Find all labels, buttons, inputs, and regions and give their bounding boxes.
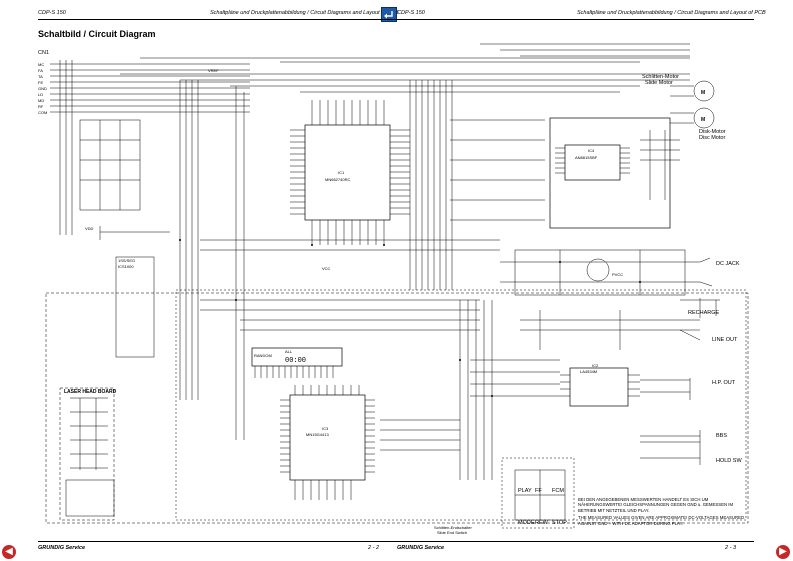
sled-motor-label-de: Schlitten-Motor [642,74,679,80]
hold-sw-label: HOLD SW [716,458,742,464]
ic2-part: LA4534M [580,369,597,374]
vref-label: VREF [208,68,219,73]
vcc-label: VCC [322,266,331,271]
footer-rule [38,541,754,542]
measurement-note-de: BEI DEN ANGEGEBENEN MESSWERTEN HANDELT E… [578,497,734,513]
back-button[interactable] [381,7,397,22]
header-rule [38,19,754,20]
connector-pin-com: COM [38,110,47,115]
switch-label-play: PLAY [518,488,532,494]
header-model-right: CDP-S 150 [397,10,425,16]
display-readout: 00:00 [285,357,306,365]
arrow-left-icon: ◀ [5,546,13,557]
connector-pin-fa: FA [38,68,43,73]
switch-label-fcm: FCM [552,488,564,494]
measurement-note-en: THE MEASURED VALUES GIVEN ARE APPROXIMAT… [578,515,745,526]
header-title-left: Schaltpläne und Druckplattenabbildung / … [210,10,399,16]
laser-head-label: LASER HEAD BOARD [64,389,117,395]
switch-label-ff: FF [535,488,542,494]
ic3-part: MN15G4413 [306,432,329,437]
arrow-right-icon: ▶ [779,546,787,557]
table-subtitle: ICS1000 [118,264,134,269]
ic2-ref: IC2 [592,363,599,368]
connector-label: CN1 [38,50,49,56]
display-random: RANDOM [254,353,272,358]
footer-page-left: 2 - 2 [368,545,380,551]
footer-page-right: 2 - 3 [725,545,737,551]
connector-pin-md: MD [38,98,44,103]
return-arrow-icon [384,11,393,19]
connector-pin-gnd: GND [38,86,47,91]
connector-pin-fe: FE [38,80,43,85]
switch-label-rew: REW [535,520,549,526]
line-out-label: LINE OUT [712,337,738,343]
hp-out-label: H.P. OUT [712,380,736,386]
ic1-body [304,124,391,221]
connector-pin-ld: LD [38,92,43,97]
connector-pin-rf: RF [38,104,44,109]
switch-label-stop: STOP [552,520,567,526]
ic3-ref: IC3 [322,426,329,431]
ic1-ref: IC1 [338,170,345,175]
recharge-label: RECHARGE [688,310,720,316]
display-all: ALL [285,349,293,354]
sled-switch-label-de: Schlitten-Endschalter [434,525,472,530]
switch-label-mode: MODE [518,520,535,526]
disc-motor-symbol: M [701,117,705,123]
next-page-button[interactable]: ▶ [776,545,790,559]
dc-jack-label: DC JACK [716,261,740,267]
ic4-ref: IC4 [588,148,595,153]
table-title: 1SS/SEG [118,258,135,263]
connector-pin-ta: TA [38,74,43,79]
prev-page-button[interactable]: ◀ [2,545,16,559]
bbs-label: BBS [716,433,727,439]
header-title-right: Schaltpläne und Druckplattenabbildung / … [577,10,766,16]
connector-pin-mc: MC [38,62,44,67]
pvcc-label: PVCC [612,272,623,277]
header-model-left: CDP-S 150 [38,10,66,16]
ic4-part: AN8815SBF [575,155,598,160]
disc-motor-label-de: Disk-Motor [699,129,726,135]
sled-motor-symbol: M [701,90,705,96]
page-title: Schaltbild / Circuit Diagram [38,29,156,39]
footer-brand-left: GRUNDIG Service [38,545,86,551]
measurement-note: BEI DEN ANGEGEBENEN MESSWERTEN HANDELT E… [578,497,748,526]
sled-switch-label-en: Slide End Switch [437,530,467,535]
sled-motor-label-en: Slide Motor [645,80,673,86]
ic1-part: MN662740RC [325,177,350,182]
footer-brand-right: GRUNDIG Service [397,545,445,551]
disc-motor-label-en: Disc Motor [699,135,725,141]
vdd-label: VDD [85,226,94,231]
